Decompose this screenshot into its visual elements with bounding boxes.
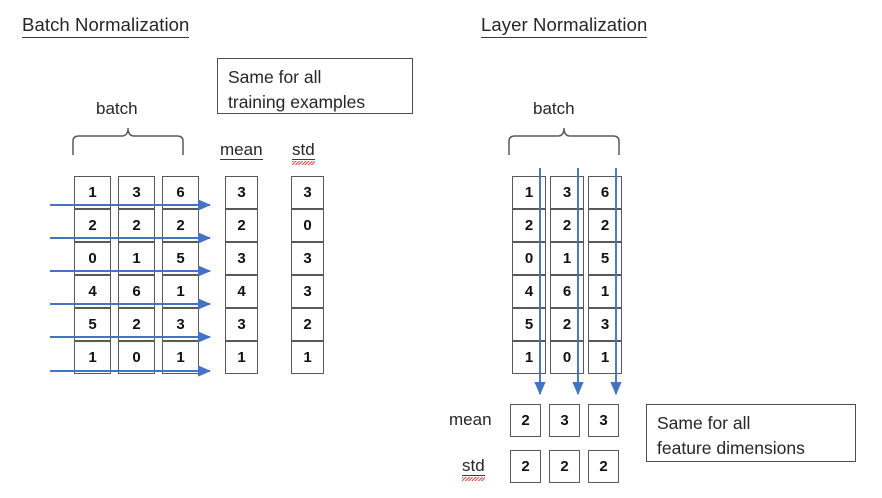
mean-cell-bn-1: 2 bbox=[225, 209, 258, 242]
mean-cell-bn-5: 1 bbox=[225, 341, 258, 374]
matrix-cell-ln-r4-c1: 2 bbox=[550, 308, 584, 341]
batch-label-left: batch bbox=[96, 99, 138, 118]
matrix-cell-bn-r2-c1: 1 bbox=[118, 242, 155, 275]
mean-cell-ln-2: 3 bbox=[588, 404, 619, 437]
std-cell-bn-1: 0 bbox=[291, 209, 324, 242]
std-cell-bn-4: 2 bbox=[291, 308, 324, 341]
matrix-cell-bn-r5-c1: 0 bbox=[118, 341, 155, 374]
matrix-cell-ln-r5-c2: 1 bbox=[588, 341, 622, 374]
section-title-layer-normalization: Layer Normalization bbox=[481, 14, 648, 38]
matrix-cell-bn-r4-c0: 5 bbox=[74, 308, 111, 341]
std-header-left: std bbox=[292, 140, 315, 160]
matrix-cell-bn-r2-c2: 5 bbox=[162, 242, 199, 275]
mean-label-right: mean bbox=[449, 410, 492, 429]
std-cell-bn-2: 3 bbox=[291, 242, 324, 275]
mean-cell-ln-1: 3 bbox=[549, 404, 580, 437]
matrix-cell-bn-r5-c0: 1 bbox=[74, 341, 111, 374]
batch-brace-left bbox=[70, 128, 186, 156]
matrix-cell-ln-r2-c2: 5 bbox=[588, 242, 622, 275]
callout-feature-dimensions: Same for all feature dimensions bbox=[646, 404, 856, 462]
std-cell-ln-1: 2 bbox=[549, 450, 580, 483]
matrix-cell-ln-r0-c0: 1 bbox=[512, 176, 546, 209]
std-header-left-text: std bbox=[292, 140, 315, 160]
matrix-cell-ln-r0-c2: 6 bbox=[588, 176, 622, 209]
matrix-cell-bn-r3-c0: 4 bbox=[74, 275, 111, 308]
mean-cell-bn-0: 3 bbox=[225, 176, 258, 209]
std-label-right-text: std bbox=[462, 456, 485, 476]
std-cell-ln-0: 2 bbox=[510, 450, 541, 483]
std-label-right: std bbox=[462, 456, 485, 476]
matrix-cell-ln-r5-c0: 1 bbox=[512, 341, 546, 374]
matrix-cell-ln-r2-c1: 1 bbox=[550, 242, 584, 275]
batch-label-right: batch bbox=[533, 99, 575, 118]
matrix-cell-bn-r0-c1: 3 bbox=[118, 176, 155, 209]
matrix-cell-ln-r1-c0: 2 bbox=[512, 209, 546, 242]
std-cell-bn-3: 3 bbox=[291, 275, 324, 308]
matrix-cell-ln-r3-c1: 6 bbox=[550, 275, 584, 308]
mean-cell-bn-3: 4 bbox=[225, 275, 258, 308]
matrix-cell-ln-r3-c2: 1 bbox=[588, 275, 622, 308]
matrix-cell-bn-r5-c2: 1 bbox=[162, 341, 199, 374]
section-title-batch-normalization: Batch Normalization bbox=[22, 14, 190, 38]
matrix-cell-bn-r0-c0: 1 bbox=[74, 176, 111, 209]
matrix-cell-ln-r4-c2: 3 bbox=[588, 308, 622, 341]
mean-header-left: mean bbox=[220, 140, 263, 160]
callout-training-examples: Same for all training examples bbox=[217, 58, 413, 114]
matrix-cell-ln-r2-c0: 0 bbox=[512, 242, 546, 275]
mean-cell-bn-4: 3 bbox=[225, 308, 258, 341]
matrix-cell-bn-r1-c2: 2 bbox=[162, 209, 199, 242]
std-cell-bn-5: 1 bbox=[291, 341, 324, 374]
mean-header-left-text: mean bbox=[220, 140, 263, 160]
matrix-cell-ln-r3-c0: 4 bbox=[512, 275, 546, 308]
std-cell-ln-2: 2 bbox=[588, 450, 619, 483]
matrix-cell-ln-r1-c1: 2 bbox=[550, 209, 584, 242]
mean-cell-ln-0: 2 bbox=[510, 404, 541, 437]
matrix-cell-ln-r1-c2: 2 bbox=[588, 209, 622, 242]
matrix-cell-bn-r1-c0: 2 bbox=[74, 209, 111, 242]
batch-brace-right bbox=[506, 128, 622, 156]
matrix-cell-bn-r1-c1: 2 bbox=[118, 209, 155, 242]
matrix-cell-bn-r2-c0: 0 bbox=[74, 242, 111, 275]
matrix-cell-ln-r0-c1: 3 bbox=[550, 176, 584, 209]
std-cell-bn-0: 3 bbox=[291, 176, 324, 209]
mean-cell-bn-2: 3 bbox=[225, 242, 258, 275]
matrix-cell-ln-r4-c0: 5 bbox=[512, 308, 546, 341]
matrix-cell-bn-r4-c2: 3 bbox=[162, 308, 199, 341]
matrix-cell-bn-r0-c2: 6 bbox=[162, 176, 199, 209]
matrix-cell-bn-r4-c1: 2 bbox=[118, 308, 155, 341]
matrix-cell-ln-r5-c1: 0 bbox=[550, 341, 584, 374]
matrix-cell-bn-r3-c2: 1 bbox=[162, 275, 199, 308]
matrix-cell-bn-r3-c1: 6 bbox=[118, 275, 155, 308]
